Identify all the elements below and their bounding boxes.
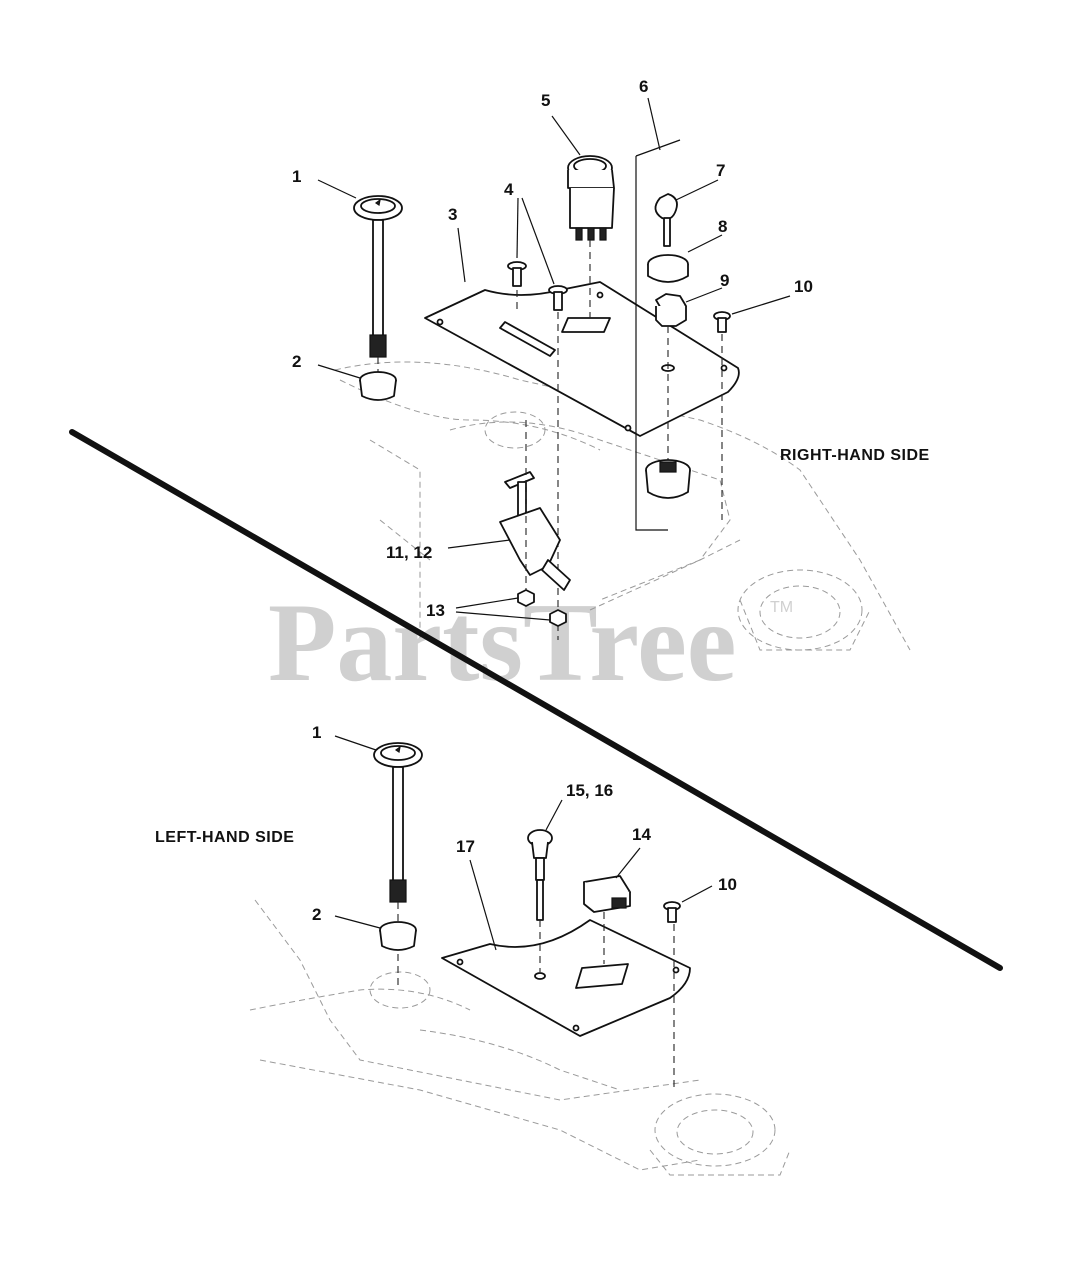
plate-icon <box>424 281 740 437</box>
callout-rh-6: 6 <box>639 77 648 96</box>
lever-icon <box>499 471 571 591</box>
lh-chassis-outline <box>249 899 791 1176</box>
left-hand-side-label: LEFT-HAND SIDE <box>155 829 294 846</box>
plate-icon <box>441 919 691 1037</box>
grommet-icon <box>359 371 397 401</box>
callout-rh-7: 7 <box>716 161 725 180</box>
watermark-tm: TM <box>770 599 793 616</box>
dipstick-icon <box>373 742 423 903</box>
switch-icon <box>567 155 615 241</box>
callout-lh-2: 2 <box>312 905 321 924</box>
callout-lh-14: 14 <box>632 825 651 844</box>
right-hand-side-label: RIGHT-HAND SIDE <box>780 447 930 464</box>
choke-knob-icon <box>527 829 553 921</box>
callout-rh-2: 2 <box>292 352 301 371</box>
callout-rh-1: 1 <box>292 167 301 186</box>
callout-lh-10: 10 <box>718 875 737 894</box>
ignition-cap-icon <box>647 254 689 283</box>
key-icon <box>654 193 678 247</box>
callout-rh-3: 3 <box>448 205 457 224</box>
callout-rh-4: 4 <box>504 180 514 199</box>
callout-rh-8: 8 <box>718 217 727 236</box>
rh-chassis-outline <box>334 361 911 651</box>
callout-lh-1: 1 <box>312 723 321 742</box>
grommet-icon <box>379 921 417 951</box>
watermark-text: PartsTree <box>268 581 737 705</box>
callout-lh-15-16: 15, 16 <box>566 781 613 800</box>
nut-icon <box>655 293 687 327</box>
ignition-switch-icon <box>645 459 691 499</box>
callout-rh-9: 9 <box>720 271 729 290</box>
callout-lh-17: 17 <box>456 837 475 856</box>
screw-icon <box>663 901 681 923</box>
dipstick-icon <box>353 195 403 358</box>
screw-icon <box>713 311 731 333</box>
section-divider <box>69 429 1003 971</box>
switch-icon <box>583 875 631 913</box>
callout-rh-10: 10 <box>794 277 813 296</box>
callout-rh-13: 13 <box>426 601 445 620</box>
callout-rh-5: 5 <box>541 91 550 110</box>
screw-icon <box>507 261 568 311</box>
callout-rh-11-12: 11, 12 <box>386 543 432 562</box>
nut-icon <box>517 589 567 627</box>
